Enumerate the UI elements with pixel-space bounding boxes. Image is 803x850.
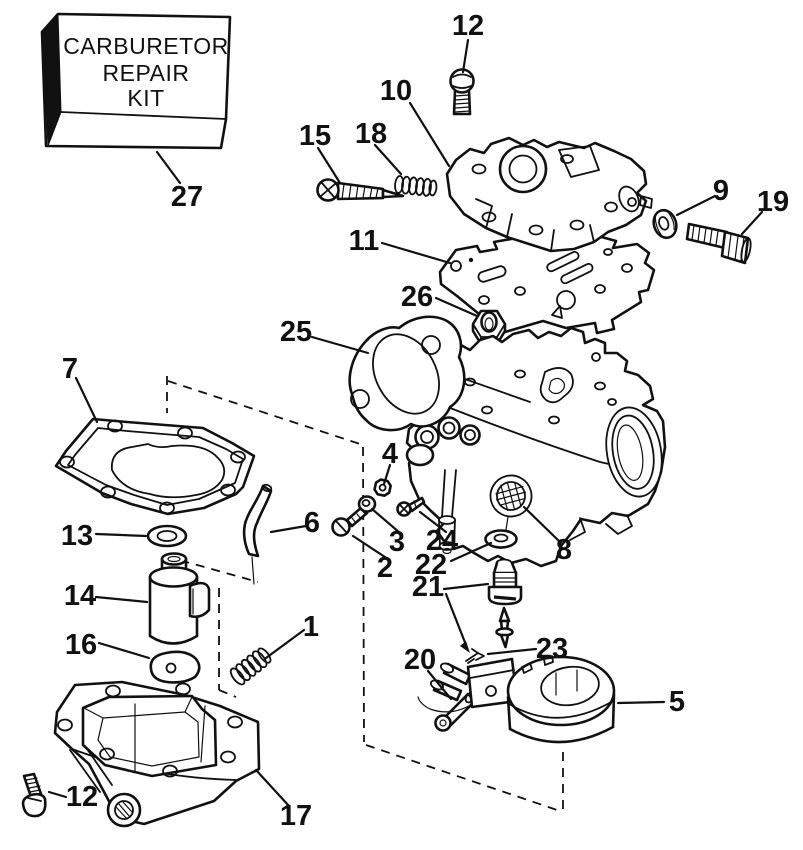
callout-6: 6 (304, 507, 320, 539)
part-12-screw-bottom (21, 772, 47, 818)
part-1-spring (229, 647, 272, 686)
part-10-top-cover (445, 136, 653, 253)
leader-10 (408, 101, 451, 168)
leader-24 (418, 510, 448, 534)
leader-6 (269, 524, 308, 534)
part-25-flange-gasket (348, 315, 466, 432)
part-6-tube (242, 483, 273, 585)
leader-15 (316, 146, 342, 185)
leader-8 (522, 505, 561, 543)
callout-20: 20 (404, 644, 436, 676)
callout-8: 8 (556, 534, 572, 566)
callout-17: 17 (280, 800, 312, 832)
leader-21-arrowhead (460, 641, 470, 653)
part-22-washer (484, 516, 518, 549)
kit-box-line2: REPAIR (103, 60, 190, 86)
leader-4 (382, 463, 392, 486)
leader-20 (426, 669, 453, 701)
part-2-screw (331, 505, 369, 537)
callout-7: 7 (62, 353, 78, 385)
leader-23 (486, 647, 538, 656)
callout-14: 14 (64, 580, 96, 612)
kit-box-line3: KIT (127, 85, 164, 111)
part-9-washer (652, 208, 678, 240)
part-24-needle-valve (396, 496, 426, 517)
callout-12-bottom: 12 (66, 781, 98, 813)
callout-18: 18 (355, 118, 387, 150)
callout-12-top: 12 (452, 10, 484, 42)
callout-27: 27 (171, 181, 203, 213)
part-21-inlet-needle (495, 606, 514, 649)
callout-11: 11 (349, 225, 380, 257)
part-16-plate (149, 650, 201, 684)
leader-22 (449, 541, 493, 563)
leader-5 (616, 700, 666, 705)
part-7-bowl-gasket (54, 417, 256, 516)
callout-labels: 27 12 10 15 18 9 19 11 26 25 7 4 13 6 3 … (61, 10, 789, 832)
callout-9: 9 (713, 175, 729, 207)
part-17-float-bowl (53, 680, 261, 828)
callout-16: 16 (65, 629, 97, 661)
leader-2 (351, 534, 390, 561)
leader-3 (370, 507, 402, 535)
part-18-spring (394, 175, 438, 197)
callout-15: 15 (299, 120, 331, 152)
leader-lines (47, 38, 764, 808)
callout-25: 25 (280, 316, 312, 348)
callout-4: 4 (382, 438, 398, 470)
callout-21: 21 (412, 571, 444, 603)
leader-26 (434, 296, 479, 318)
leader-27 (155, 150, 182, 185)
leader-21a (442, 582, 490, 591)
leader-13 (94, 532, 148, 538)
callout-24: 24 (426, 525, 458, 557)
part-14-cylinder (148, 552, 211, 645)
part-12-screw-top (449, 68, 475, 116)
part-21-inlet-seat (487, 558, 523, 606)
leader-17 (254, 768, 291, 808)
part-11-gasket-plate (438, 234, 656, 335)
part-4-nut (373, 478, 392, 497)
leader-16 (97, 641, 151, 660)
callout-2: 2 (377, 552, 393, 584)
leader-25 (310, 335, 370, 355)
kit-box-line1: CARBURETOR (63, 33, 229, 59)
leader-19 (740, 210, 764, 236)
leader-18 (373, 143, 403, 176)
callout-22: 22 (415, 549, 447, 581)
part-13-washer (146, 524, 188, 548)
part-5-float (417, 655, 616, 744)
callout-13: 13 (61, 520, 93, 552)
part-15-needle-screw (316, 178, 405, 202)
leader-11 (380, 241, 452, 265)
callout-10: 10 (380, 75, 412, 107)
callout-23: 23 (536, 633, 568, 665)
leader-12-bottom (47, 790, 68, 799)
callout-19: 19 (757, 186, 789, 218)
callout-26: 26 (401, 281, 433, 313)
callout-3: 3 (389, 526, 405, 558)
repair-kit-box: CARBURETOR REPAIR KIT (40, 12, 232, 150)
leader-12-top (461, 38, 470, 74)
part-23-clip (465, 648, 485, 664)
part-8-main-body (405, 326, 667, 568)
leader-1 (264, 628, 306, 660)
leader-21b (444, 592, 468, 647)
callout-5: 5 (669, 686, 685, 718)
part-19-screw (685, 222, 752, 265)
leader-7 (74, 376, 99, 424)
part-3-washer (357, 495, 377, 513)
callout-1: 1 (303, 611, 319, 643)
leader-14 (94, 595, 149, 604)
leader-9 (675, 194, 717, 217)
